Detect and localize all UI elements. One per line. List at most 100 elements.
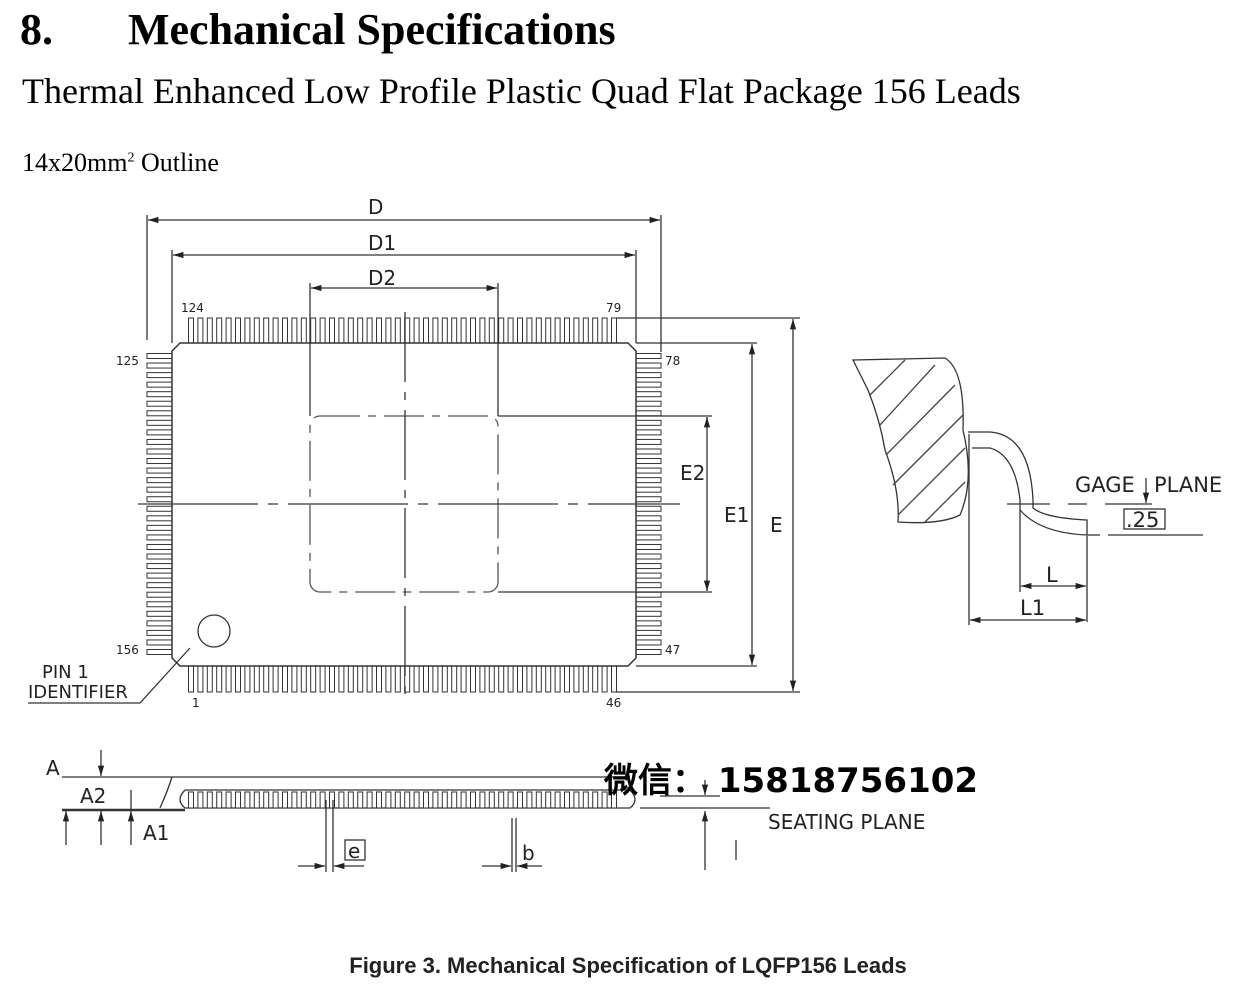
dim-E2-label: E2 xyxy=(680,461,705,485)
lead xyxy=(188,317,194,344)
lead xyxy=(460,665,467,693)
pin-label-156: 156 xyxy=(116,643,139,657)
pin1-leader-line xyxy=(28,647,191,704)
lead xyxy=(146,649,173,655)
lead xyxy=(526,791,533,809)
lead xyxy=(282,317,288,344)
lead xyxy=(573,317,580,344)
lead xyxy=(291,665,298,693)
lead xyxy=(635,400,662,407)
lead xyxy=(611,317,617,344)
lead xyxy=(582,317,589,344)
lead xyxy=(146,620,173,627)
lead xyxy=(253,665,260,693)
lead xyxy=(146,601,173,608)
pin-label-46: 46 xyxy=(606,696,621,710)
lead xyxy=(507,665,514,693)
lead xyxy=(146,553,173,560)
lead xyxy=(206,791,213,809)
side-view xyxy=(62,750,770,872)
lead xyxy=(146,477,173,484)
lead xyxy=(146,400,173,407)
lead xyxy=(282,665,288,693)
lead xyxy=(470,317,476,344)
lead xyxy=(635,391,662,398)
pin-label-79: 79 xyxy=(606,301,621,315)
lead xyxy=(366,791,373,809)
lead xyxy=(385,665,392,693)
lead xyxy=(146,448,173,455)
lead xyxy=(146,543,173,550)
lead xyxy=(244,791,251,809)
lead xyxy=(310,317,317,344)
lead xyxy=(413,317,420,344)
lead xyxy=(635,629,662,636)
lead xyxy=(554,665,561,693)
lead xyxy=(635,649,662,655)
lead xyxy=(592,665,599,693)
lead xyxy=(244,317,251,344)
lead xyxy=(635,534,662,541)
lead xyxy=(146,505,173,512)
lead xyxy=(146,353,173,359)
lead xyxy=(451,665,458,693)
lead xyxy=(470,791,476,809)
lead xyxy=(146,419,173,426)
lead xyxy=(225,317,232,344)
lead xyxy=(404,791,411,809)
pin-label-125: 125 xyxy=(116,354,139,368)
lead xyxy=(601,665,608,693)
pin1-label-line2: IDENTIFIER xyxy=(28,682,128,703)
lead xyxy=(146,582,173,589)
lead xyxy=(635,553,662,560)
lead-detail xyxy=(851,357,1203,625)
lead xyxy=(635,372,662,379)
lead xyxy=(545,665,552,693)
lead xyxy=(357,791,364,809)
lead xyxy=(488,791,495,809)
lead xyxy=(188,791,194,809)
lead xyxy=(635,419,662,426)
lead xyxy=(423,791,429,809)
lead xyxy=(498,665,505,693)
lead xyxy=(300,791,307,809)
dim-L-label: L xyxy=(1046,563,1058,587)
lead xyxy=(592,791,599,809)
lead xyxy=(635,353,662,359)
lead xyxy=(479,665,486,693)
lead xyxy=(611,791,617,809)
lead xyxy=(385,317,392,344)
lead xyxy=(479,791,486,809)
lead xyxy=(635,515,662,522)
lead xyxy=(146,610,173,617)
lead xyxy=(573,791,580,809)
pin1-label-line1: PIN 1 xyxy=(42,662,89,683)
lead xyxy=(385,791,392,809)
gage-label: GAGE xyxy=(1075,473,1135,497)
lead xyxy=(635,591,662,598)
lead xyxy=(244,665,251,693)
outline-size: 14x20mm xyxy=(22,148,128,177)
lead xyxy=(146,372,173,379)
lead xyxy=(535,791,542,809)
lead xyxy=(554,791,561,809)
lead xyxy=(635,429,662,436)
lead xyxy=(601,317,608,344)
lead xyxy=(146,381,173,388)
lead xyxy=(582,665,589,693)
lead xyxy=(635,582,662,589)
lead xyxy=(488,665,495,693)
lead xyxy=(635,438,662,445)
dim-D1-label: D1 xyxy=(368,231,396,255)
pin-label-124: 124 xyxy=(181,301,204,315)
lead xyxy=(635,572,662,579)
lead xyxy=(611,665,617,693)
lead xyxy=(329,317,335,344)
lead xyxy=(146,639,173,646)
lead xyxy=(188,665,194,693)
lead xyxy=(235,665,241,693)
lead xyxy=(507,317,514,344)
lead xyxy=(535,665,542,693)
lead xyxy=(272,317,279,344)
